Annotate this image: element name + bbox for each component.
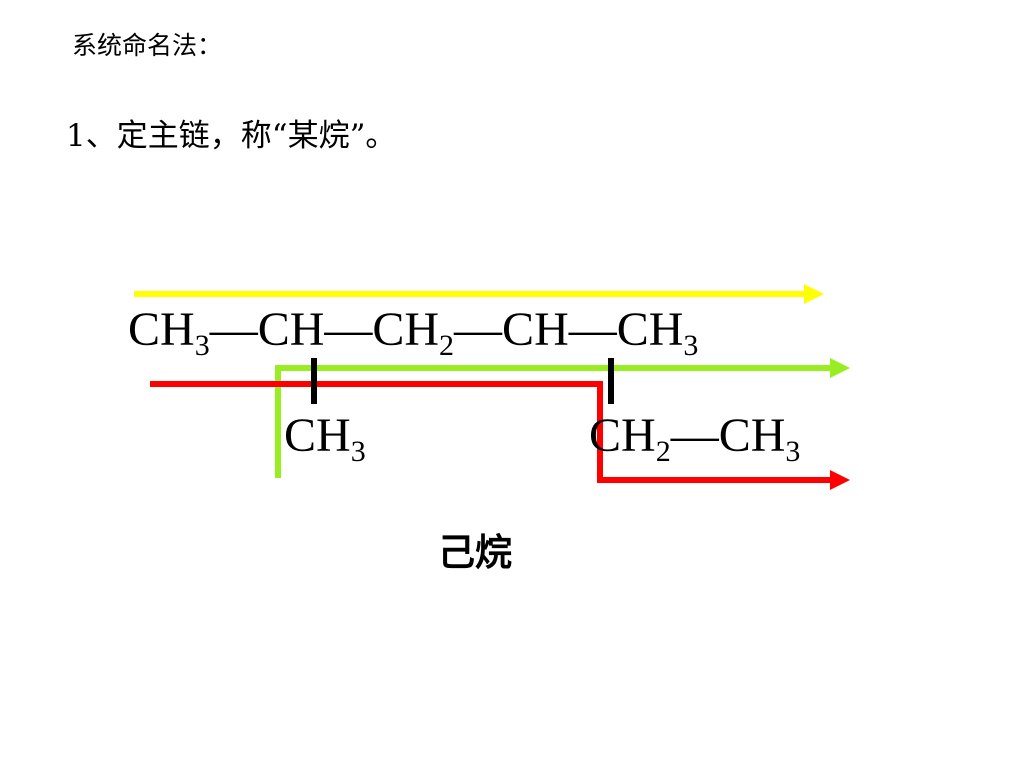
slide-heading: 系统命名法：: [72, 31, 223, 60]
main-chain-formula: CH3—CH—CH2—CH—CH3: [128, 303, 699, 362]
methyl-branch-formula: CH3: [284, 409, 366, 468]
step-instruction: 1、定主链，称“某烷”。: [66, 118, 397, 154]
red-chain-arrow: [150, 381, 850, 490]
ethyl-branch-formula: CH2—CH3: [589, 409, 801, 468]
yellow-chain-arrow: [134, 284, 824, 304]
green-chain-arrow: [275, 358, 850, 478]
answer-hexane: 己烷: [438, 531, 512, 574]
